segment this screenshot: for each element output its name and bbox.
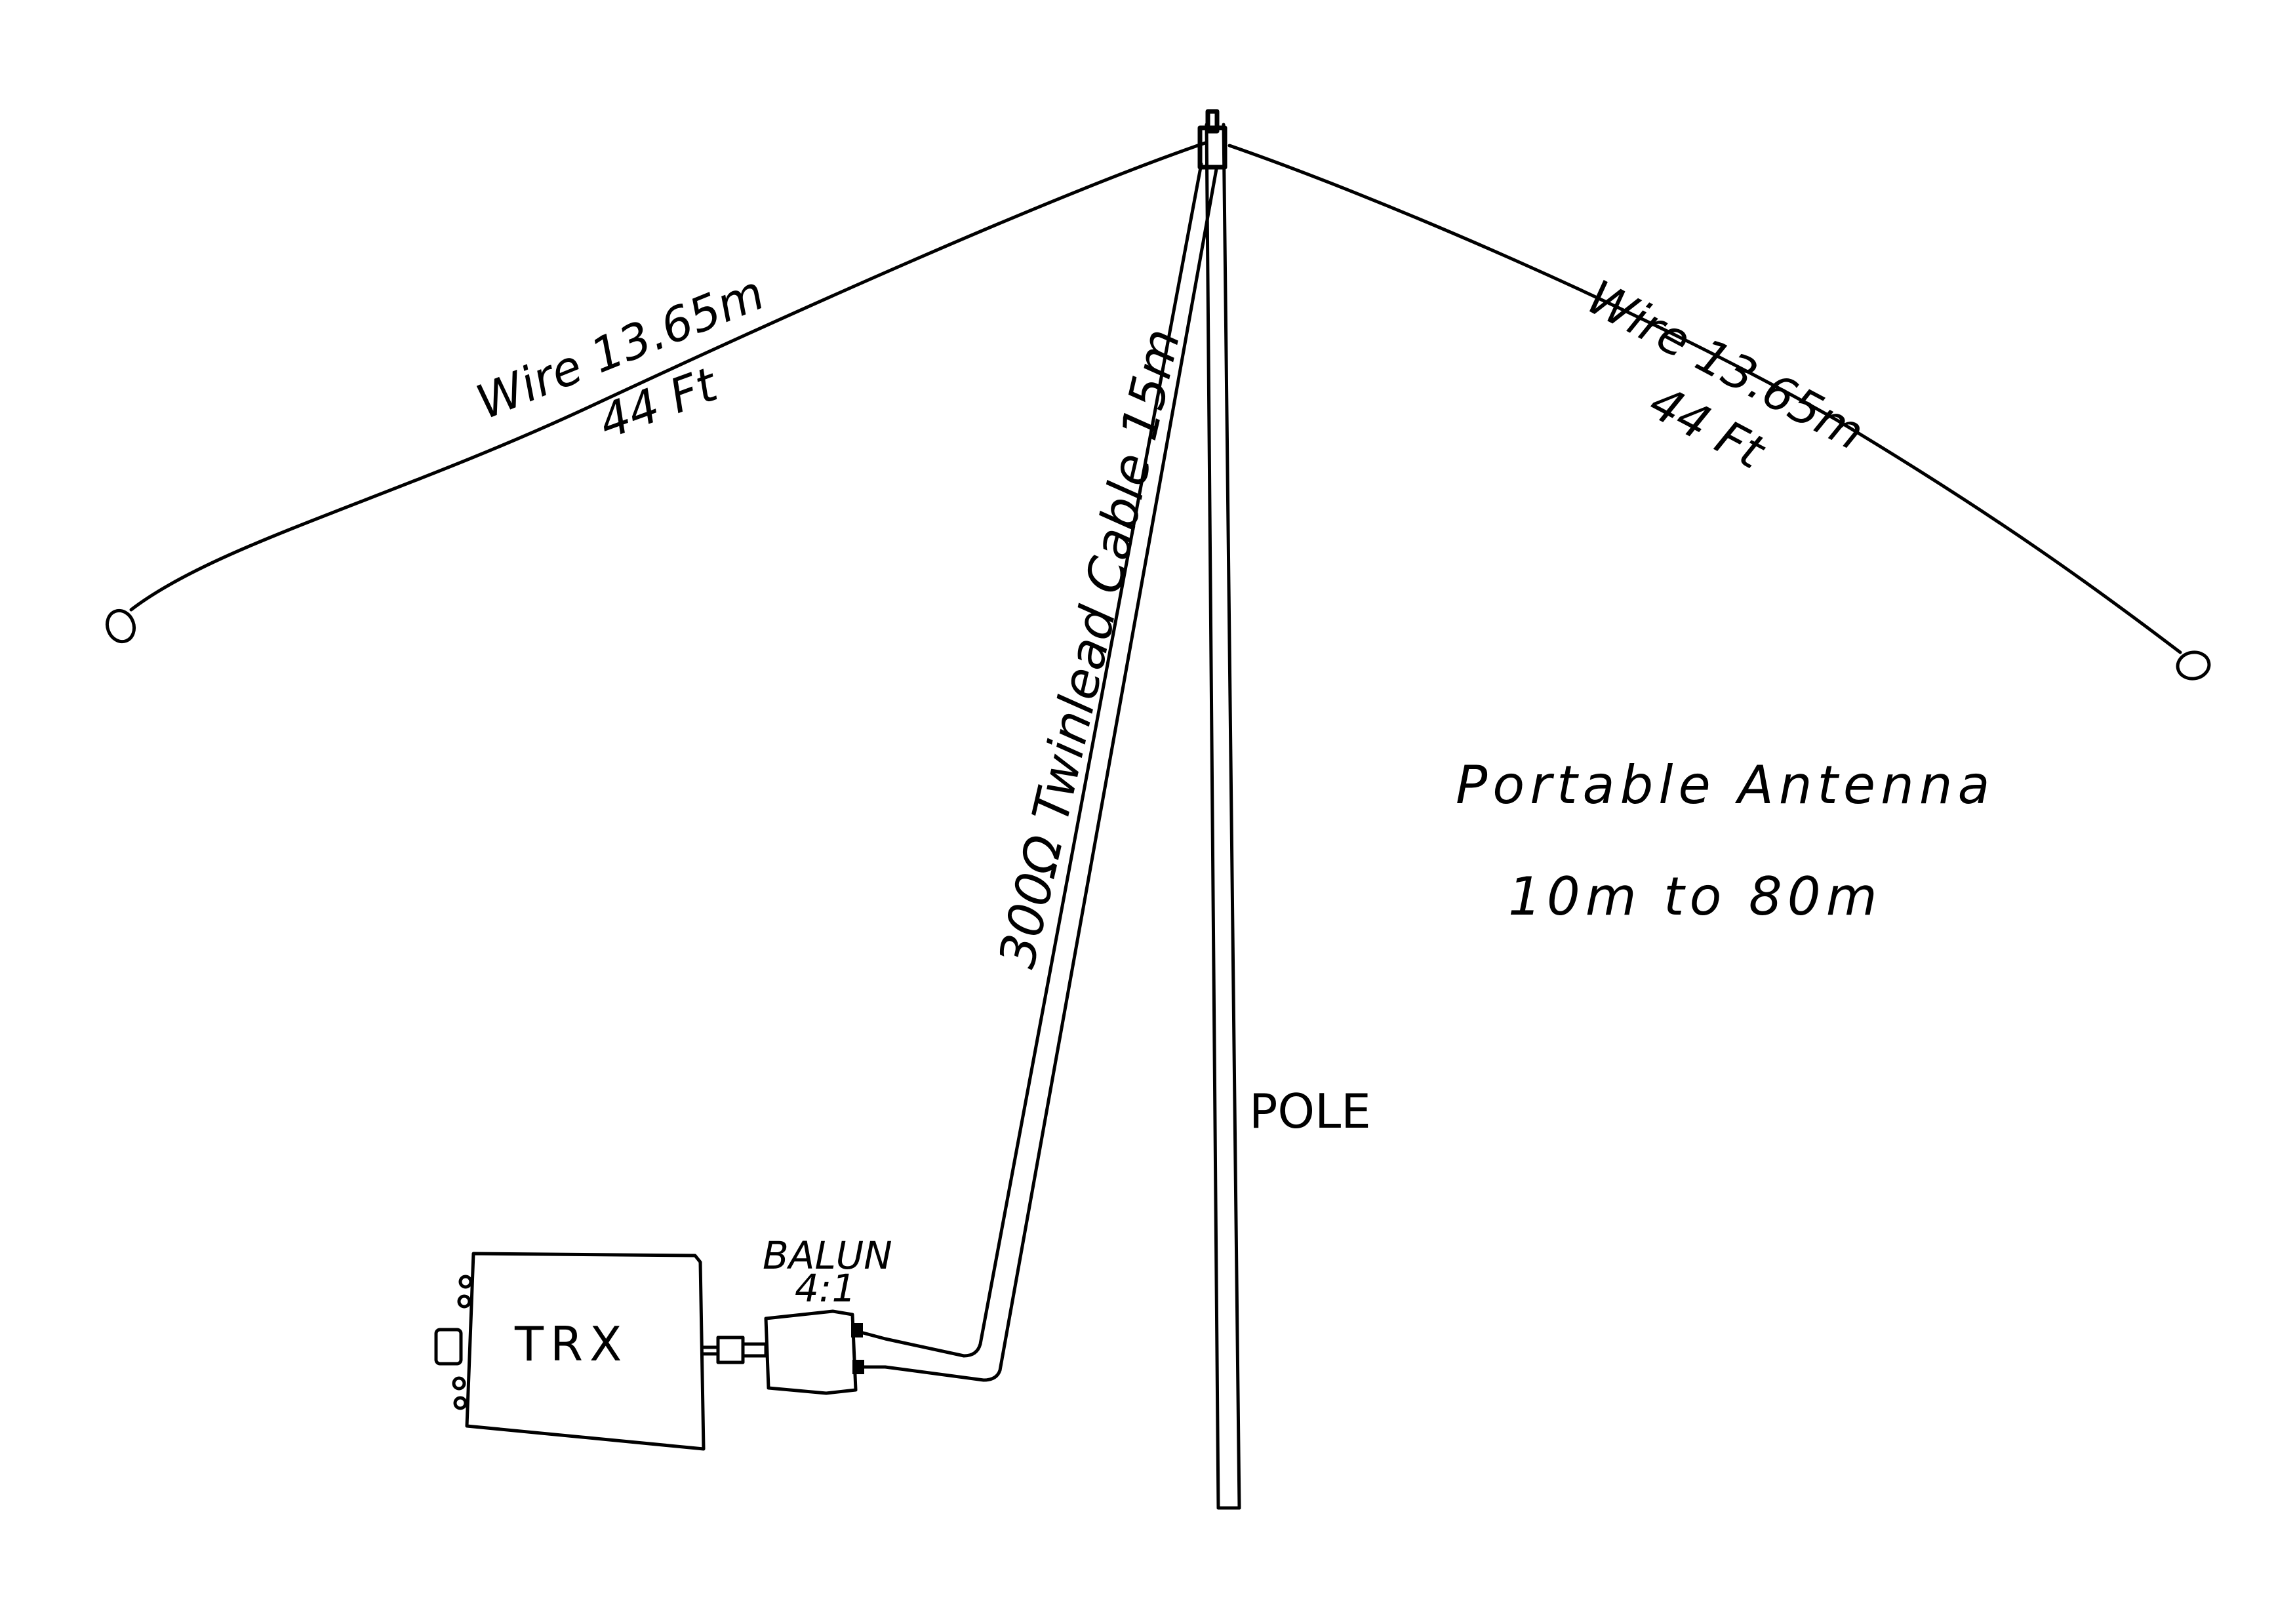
twinlead-feedline [851,162,1218,1382]
coax-connector [702,1336,768,1364]
right-end-insulator [2176,650,2211,681]
center-insulator [1197,109,1227,170]
diagram-title: Portable Antenna [1456,755,1995,816]
right-wire [1227,144,2182,654]
trx-knobs-icon [434,1275,473,1410]
balun-ratio: 4:1 [795,1266,856,1311]
pole [1205,123,1241,1510]
balun-box [764,1309,858,1395]
trx-box [465,1252,706,1451]
pole-label: POLE [1249,1084,1371,1139]
balun-label: BALUN [763,1233,892,1278]
left-end-insulator [105,608,136,644]
trx-label: TRX [514,1317,628,1372]
left-wire [129,141,1207,612]
frequency-range: 10m to 80m [1508,866,1883,927]
